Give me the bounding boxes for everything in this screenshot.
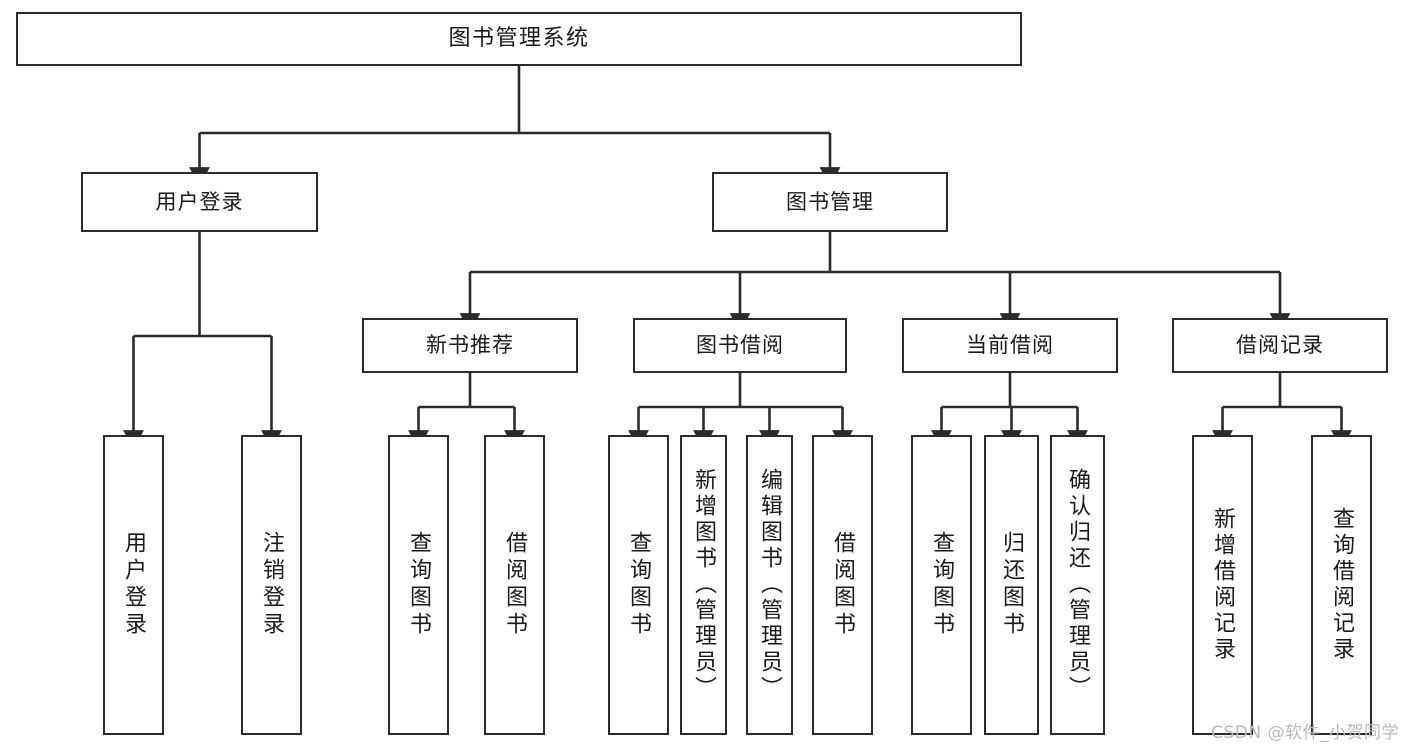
node-l-addrec[interactable]: 新增借阅记录 bbox=[1192, 435, 1253, 735]
node-l-q1[interactable]: 查询图书 bbox=[388, 435, 449, 735]
node-newbook[interactable]: 新书推荐 bbox=[362, 318, 578, 373]
node-label: 当前借阅 bbox=[966, 333, 1054, 358]
node-l-b1[interactable]: 借阅图书 bbox=[484, 435, 545, 735]
node-label: 借阅图书 bbox=[830, 531, 856, 639]
node-label: 查询借阅记录 bbox=[1329, 507, 1355, 663]
node-root[interactable]: 图书管理系统 bbox=[16, 12, 1022, 66]
node-label: 确认归还（管理员） bbox=[1065, 468, 1091, 702]
node-l-edit[interactable]: 编辑图书（管理员） bbox=[746, 435, 793, 735]
node-l-confirm[interactable]: 确认归还（管理员） bbox=[1050, 435, 1105, 735]
node-l-q2[interactable]: 查询图书 bbox=[608, 435, 669, 735]
node-label: 查询图书 bbox=[626, 531, 652, 639]
node-label: 编辑图书（管理员） bbox=[757, 468, 783, 702]
node-label: 借阅记录 bbox=[1236, 333, 1324, 358]
node-records[interactable]: 借阅记录 bbox=[1172, 318, 1388, 373]
node-current[interactable]: 当前借阅 bbox=[902, 318, 1118, 373]
node-label: 图书管理 bbox=[786, 189, 874, 214]
node-label: 查询图书 bbox=[406, 531, 432, 639]
node-bookmgmt[interactable]: 图书管理 bbox=[712, 172, 948, 232]
node-l-login[interactable]: 用户登录 bbox=[103, 435, 164, 735]
node-label: 新增借阅记录 bbox=[1210, 507, 1236, 663]
node-label: 新书推荐 bbox=[426, 333, 514, 358]
node-label: 借阅图书 bbox=[502, 531, 528, 639]
node-label: 用户登录 bbox=[121, 531, 147, 639]
node-l-q3[interactable]: 查询图书 bbox=[911, 435, 972, 735]
node-label: 注销登录 bbox=[259, 531, 285, 639]
node-label: 新增图书（管理员） bbox=[691, 468, 717, 702]
node-l-return[interactable]: 归还图书 bbox=[984, 435, 1039, 735]
node-l-qrec[interactable]: 查询借阅记录 bbox=[1311, 435, 1372, 735]
watermark-text: CSDN @软件_小贺同学 bbox=[1211, 723, 1399, 743]
node-borrow[interactable]: 图书借阅 bbox=[633, 318, 847, 373]
node-label: 归还图书 bbox=[999, 531, 1025, 639]
node-l-add[interactable]: 新增图书（管理员） bbox=[680, 435, 727, 735]
node-l-b2[interactable]: 借阅图书 bbox=[812, 435, 873, 735]
node-label: 查询图书 bbox=[929, 531, 955, 639]
node-login[interactable]: 用户登录 bbox=[81, 172, 318, 232]
node-label: 图书借阅 bbox=[696, 333, 784, 358]
node-l-logout[interactable]: 注销登录 bbox=[241, 435, 302, 735]
node-label: 用户登录 bbox=[155, 189, 244, 214]
node-label: 图书管理系统 bbox=[448, 26, 590, 52]
